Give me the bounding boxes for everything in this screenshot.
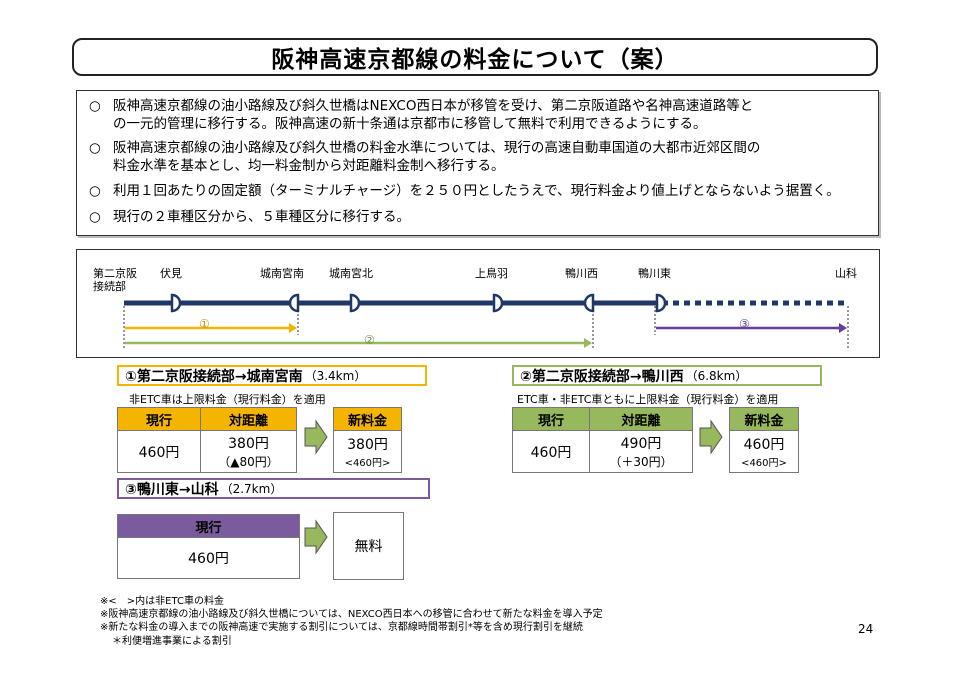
interchange-kamogawa-higashi-icon: [655, 293, 667, 313]
s1-header-new: 新料金: [333, 407, 402, 431]
title-box: 阪神高速京都線の料金について（案）: [72, 38, 878, 76]
s2-new-fare-non-etc: <460円>: [741, 458, 787, 469]
bullet-circle-icon: ○: [89, 209, 101, 225]
s1-new-fare-non-etc: <460円>: [344, 458, 391, 469]
s2-new-fare-cell: 460円 <460円>: [729, 430, 799, 473]
s1-new-fare: 380円: [347, 437, 388, 453]
section-2-caption: ②第二京阪接続部→鴨川西（6.8km）: [512, 365, 822, 386]
station-label-jonangu-kita: 城南宮北: [329, 267, 373, 280]
s3-arrow-icon: [304, 519, 328, 555]
footnote-4: ＊利便増進事業による割引: [112, 636, 232, 647]
s2-header-current: 現行: [512, 407, 590, 431]
summary-box: ○ 阪神高速京都線の油小路線及び斜久世橋はNEXCO西日本が移管を受け、第二京阪…: [76, 90, 879, 236]
s1-current-fare: 460円: [117, 430, 201, 473]
s2-header-new: 新料金: [729, 407, 799, 431]
bullet-2-line-1: 阪神高速京都線の油小路線及び斜久世橋の料金水準については、現行の高速自動車国道の…: [113, 140, 761, 156]
station-label-kamogawa-higashi: 鴨川東: [638, 267, 671, 280]
section-2-note: ETC車・非ETC車ともに上限料金（現行料金）を適用: [517, 393, 779, 406]
route-lines: [123, 293, 849, 350]
s1-new-fare-cell: 380円 <460円>: [333, 430, 402, 473]
bullet-circle-icon: ○: [89, 98, 101, 114]
segment-3-arrowhead-icon: [839, 323, 847, 333]
s1-arrow-icon: [304, 419, 328, 455]
footnote-2: ※阪神高速京都線の油小路線及び斜久世橋については、NEXCO西日本への移管に合わ…: [100, 609, 603, 620]
footnote-1: ※< >内は非ETC車の料金: [100, 596, 224, 607]
bullet-circle-icon: ○: [89, 183, 101, 199]
segment-2-label: ②: [364, 333, 375, 347]
summary-bullet: ○ 阪神高速京都線の油小路線及び斜久世橋の料金水準については、現行の高速自動車国…: [89, 139, 870, 175]
s2-current-fare: 460円: [512, 430, 590, 473]
station-label-kamogawa-nishi: 鴨川西: [565, 267, 598, 280]
s2-header-distance: 対距離: [589, 407, 693, 431]
s1-header-current: 現行: [117, 407, 201, 431]
segment-3-label: ③: [739, 317, 750, 331]
s1-distance-diff: （▲80円）: [218, 455, 279, 469]
s2-arrow-icon: [699, 419, 723, 455]
station-label-junction: 第二京阪 接続部: [93, 267, 137, 293]
summary-bullet: ○ 利用１回あたりの固定額（ターミナルチャージ）を２５０円としたうえで、現行料金…: [89, 182, 870, 200]
s1-header-distance: 対距離: [200, 407, 297, 431]
interchange-kamogawa-nishi-icon: [583, 293, 595, 313]
interchange-kamitoba-icon: [492, 293, 504, 313]
summary-bullet: ○ 阪神高速京都線の油小路線及び斜久世橋はNEXCO西日本が移管を受け、第二京阪…: [89, 97, 870, 133]
page-number: 24: [858, 622, 874, 636]
s2-distance-fare-cell: 490円 （＋30円）: [589, 430, 693, 473]
s3-header-current: 現行: [117, 514, 300, 538]
bullet-3-text: 利用１回あたりの固定額（ターミナルチャージ）を２５０円としたうえで、現行料金より…: [113, 183, 840, 199]
interchange-jonangu-kita-icon: [349, 293, 361, 313]
bullet-circle-icon: ○: [89, 140, 101, 156]
s3-current-fare: 460円: [117, 537, 300, 579]
bullet-1-line-1: 阪神高速京都線の油小路線及び斜久世橋はNEXCO西日本が移管を受け、第二京阪道路…: [113, 98, 754, 114]
page-title: 阪神高速京都線の料金について（案）: [271, 47, 679, 73]
s2-new-fare: 460円: [743, 437, 785, 453]
segment-1-label: ①: [199, 317, 210, 331]
s2-distance-fare: 490円: [620, 436, 662, 452]
station-label-yamashina: 山科: [835, 267, 857, 280]
bullet-1-line-2: の一元的管理に移行する。阪神高速の新十条通は京都市に移管して無料で利用できるよう…: [113, 116, 707, 132]
section-3-caption: ③鴨川東→山科（2.7km）: [117, 478, 430, 499]
interchange-jonangu-minami-icon: [288, 293, 300, 313]
bullet-2-line-2: 料金水準を基本とし、均一料金制から対距離料金制へ移行する。: [113, 158, 505, 174]
segment-1-arrowhead-icon: [289, 323, 297, 333]
s1-distance-fare-cell: 380円 （▲80円）: [200, 430, 297, 473]
section-1-note: 非ETC車は上限料金（現行料金）を適用: [129, 393, 326, 406]
s1-distance-fare: 380円: [228, 436, 269, 452]
s2-distance-diff: （＋30円）: [609, 455, 673, 469]
summary-bullet: ○ 現行の２車種区分から、５車種区分に移行する。: [89, 208, 870, 226]
route-diagram: 第二京阪 接続部 伏見 城南宮南 城南宮北 上鳥羽 鴨川西 鴨川東 山科: [76, 249, 880, 358]
interchange-fushimi-icon: [170, 293, 182, 313]
bullet-4-text: 現行の２車種区分から、５車種区分に移行する。: [113, 209, 410, 225]
footnote-3: ※新たな料金の導入までの阪神高速で実施する割引については、京都線時間帯割引*等を…: [100, 622, 583, 633]
station-label-jonangu-minami: 城南宮南: [260, 267, 304, 280]
section-1-caption: ①第二京阪接続部→城南宮南（3.4km）: [117, 365, 427, 386]
segment-2-arrowhead-icon: [584, 338, 592, 348]
station-label-kamitoba: 上鳥羽: [475, 267, 508, 280]
s3-new-fare: 無料: [333, 512, 404, 580]
station-label-fushimi: 伏見: [160, 267, 182, 280]
